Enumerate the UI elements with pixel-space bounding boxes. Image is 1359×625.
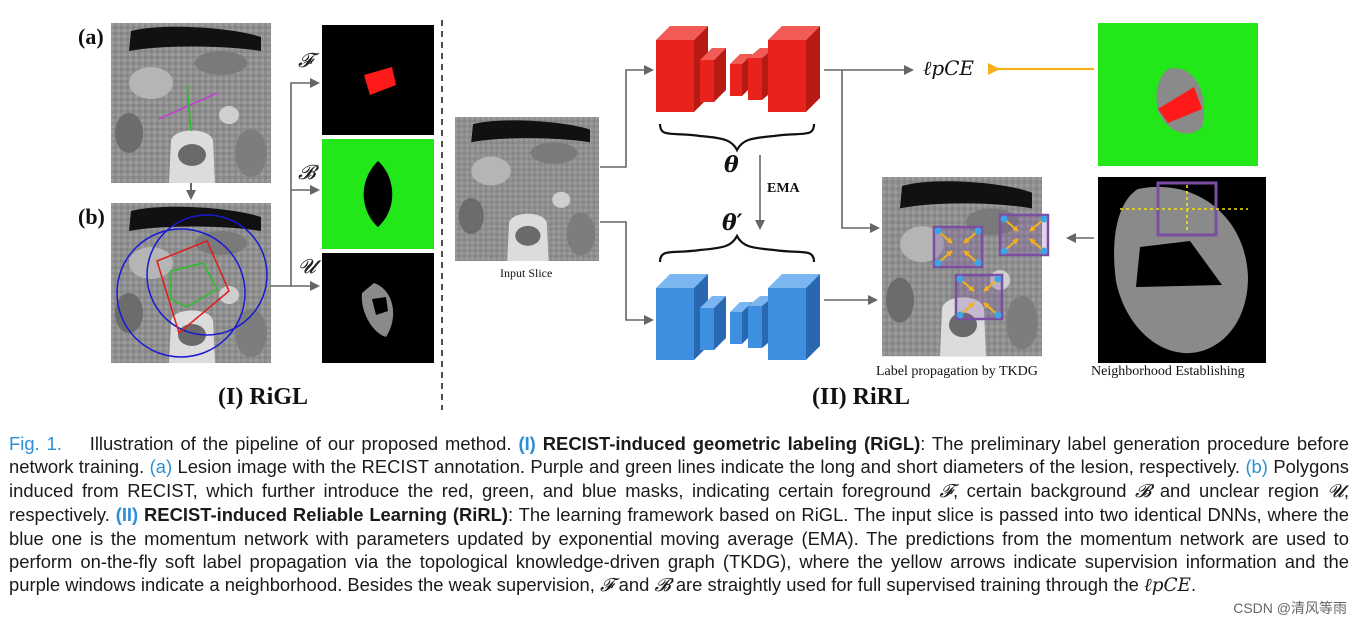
caption-symbol-U: 𝓤 [1327,480,1344,502]
caption-b-text-1: Polygons induced from RECIST, which furt… [9,456,1349,501]
figure-caption: Fig. 1. Illustration of the pipeline of … [9,432,1349,598]
caption-part2-tag: (II) [115,504,139,526]
long-diameter-line [158,92,218,120]
caption-end: . [1190,574,1197,596]
caption-a-text: Lesion image with the RECIST annotation.… [177,456,1241,478]
neighborhood-caption: Neighborhood Establishing [1091,364,1245,379]
caption-symbol-F: 𝓕 [939,480,954,502]
blue-circle-1 [116,228,246,358]
caption-intro: Illustration of the pipeline of our prop… [89,433,512,454]
loss-label: ℓpCE [923,56,975,80]
caption-tail: are straightly used for full supervised … [675,574,1139,596]
caption-and: and [618,574,650,596]
caption-part1-title: RECIST-induced geometric labeling (RiGL) [542,433,921,454]
pipeline-diagram [111,20,1266,410]
unclear-mask [322,253,434,363]
section-title-rigl: (I) RiGL [218,384,308,410]
caption-a-tag: (a) [149,456,173,478]
ct-image-a [111,23,271,183]
arrow-student-to-propagation [841,70,880,233]
blue-circle-2 [146,214,268,336]
arrow-to-F [271,78,320,287]
caption-symbol-F-2: 𝓕 [599,575,614,597]
caption-part2-text: : The learning framework based on RiGL. … [9,504,1349,596]
caption-part1-text: : The preliminary label generation proce… [9,433,1349,478]
background-mask [322,139,434,249]
caption-part2-title: RECIST-induced Reliable Learning (RiRL) [144,504,508,526]
theta-brace [658,123,816,153]
input-slice-label: Input Slice [500,266,553,280]
caption-fig: Fig. 1. [9,433,62,454]
panel-label-b: (b) [78,204,105,229]
teacher-network [656,274,820,360]
input-slice-image [455,117,599,261]
arrow-input-to-student [600,65,654,168]
panel-label-a: (a) [78,24,104,49]
short-diameter-line [186,84,192,132]
arrow-input-to-teacher [600,221,654,325]
theta-prime-label: θ′ [722,210,743,236]
caption-symbol-B-2: 𝓑 [654,575,671,597]
green-polygon [170,262,218,308]
label-B: 𝓑 [298,160,316,184]
foreground-mask [322,25,434,135]
ema-label: EMA [767,181,800,196]
label-propagation-caption: Label propagation by TKDG [876,364,1038,379]
section-title-rirl: (II) RiRL [812,384,911,410]
caption-b-tag: (b) [1245,456,1268,478]
caption-b-text-4: , respectively. [9,479,1349,526]
neighborhood-image [1098,177,1266,363]
watermark: CSDN @清风等雨 [1233,600,1347,616]
theta-prime-brace [658,233,816,263]
caption-b-text-3: and unclear region [1159,479,1319,501]
caption-loss: ℓpCE [1144,575,1191,597]
student-network [656,26,820,112]
label-F: 𝓕 [298,48,313,72]
supervision-mask [1098,23,1258,166]
ct-image-b [111,203,271,363]
label-propagation-image [882,177,1050,357]
caption-b-text-2: , certain background [953,479,1127,501]
caption-part1-tag: (I) [518,433,536,454]
caption-symbol-B: 𝓑 [1135,480,1152,502]
red-polygon [156,240,230,335]
label-U: 𝓤 [298,254,316,278]
theta-label: θ [724,152,739,178]
